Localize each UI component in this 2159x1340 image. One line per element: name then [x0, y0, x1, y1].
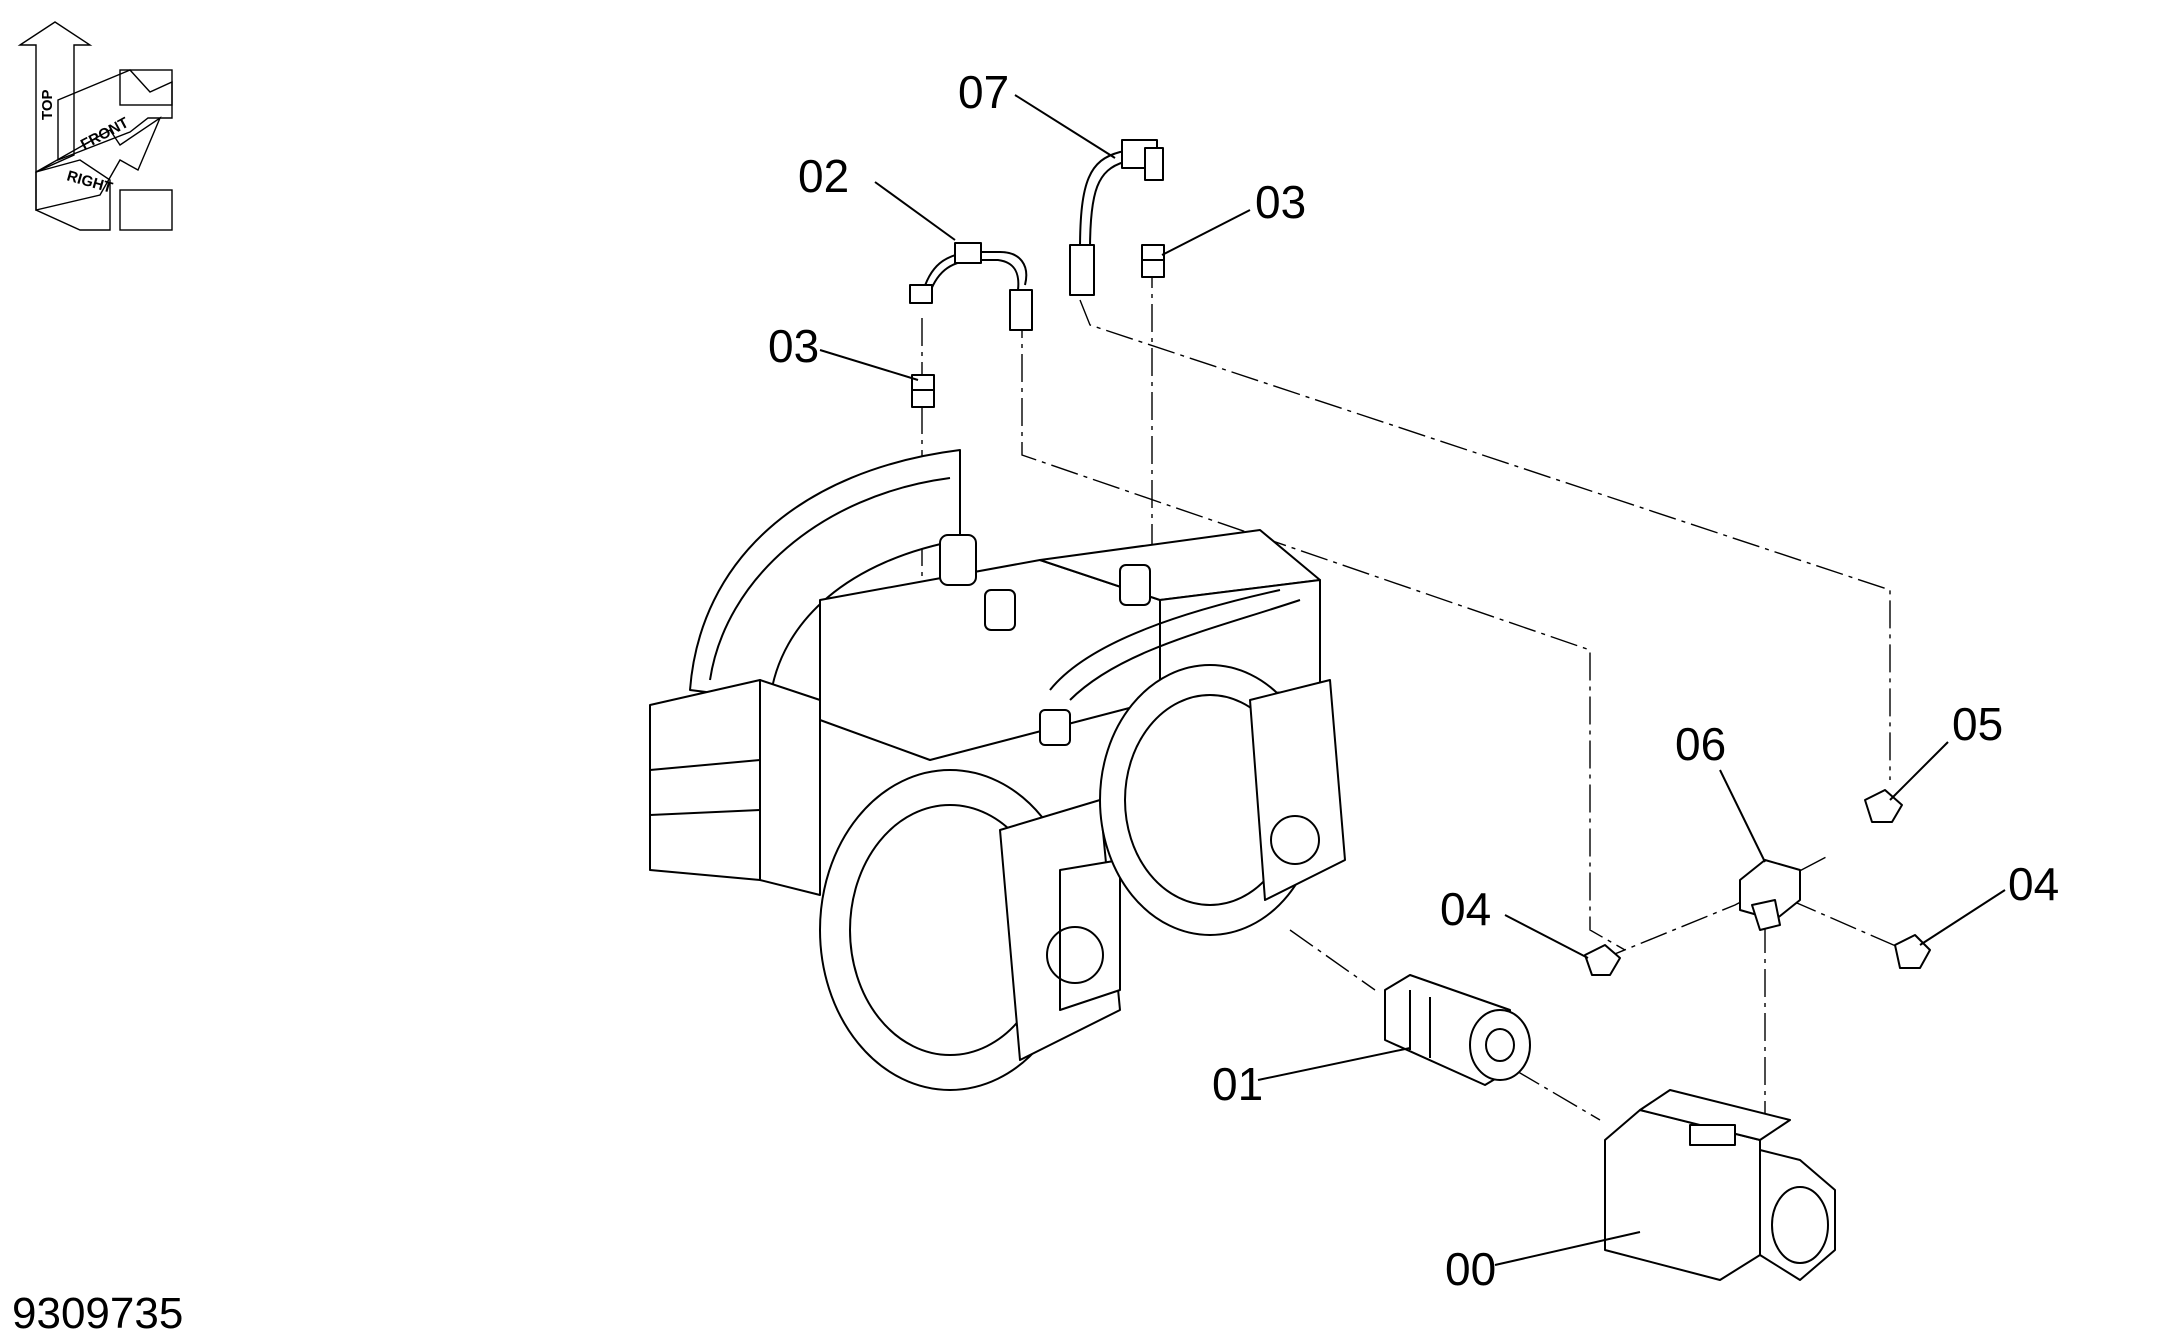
leader-lines — [819, 94, 2006, 1266]
part-03-fitting-right — [1141, 244, 1165, 278]
part-00-solenoid-valve — [1604, 1089, 1836, 1281]
part-06-tee-block — [1739, 859, 1801, 931]
part-02-hose — [909, 242, 1033, 331]
main-pump-assembly — [649, 449, 1346, 1091]
part-03-fitting-left — [911, 374, 935, 408]
callout-02: 02 — [798, 150, 849, 202]
callout-04-right: 05 — [1952, 698, 2003, 750]
orientation-right-label: RIGHT — [65, 168, 115, 197]
assembly-lines — [921, 260, 1906, 1130]
callout-00: 00 — [1445, 1243, 1496, 1295]
part-01-pressure-sensor — [1384, 974, 1531, 1086]
callout-04-left: 04 — [1440, 883, 1491, 935]
callout-03-upper: 03 — [1255, 176, 1306, 228]
part-04-elbow-left — [1584, 944, 1621, 976]
part-05-plug — [1894, 934, 1931, 969]
part-07-hose — [1069, 139, 1164, 296]
callout-05: 04 — [2008, 858, 2059, 910]
orientation-indicator: TOP FRONT RIGHT — [17, 21, 173, 231]
callout-03-lower: 03 — [768, 320, 819, 372]
callout-06: 06 — [1675, 718, 1726, 770]
drawing-number: 9309735 — [12, 1289, 183, 1338]
callout-01: 01 — [1212, 1058, 1263, 1110]
callout-07: 07 — [958, 66, 1009, 118]
orientation-top-label: TOP — [39, 89, 56, 120]
